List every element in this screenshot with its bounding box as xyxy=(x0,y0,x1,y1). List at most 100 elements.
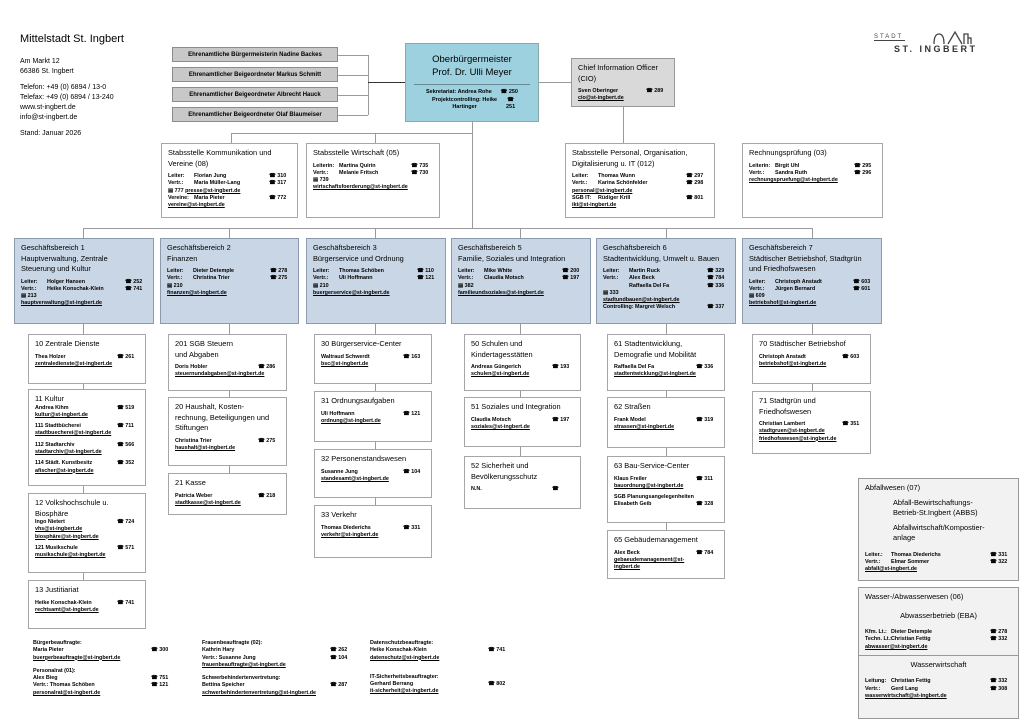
person-name: Birgit Uhl xyxy=(775,162,800,169)
phone-icon: ☎ xyxy=(411,169,420,176)
box-title: Bevölkerungsschutz xyxy=(471,471,538,481)
email-link[interactable]: stadtbuecherei@st-ingbert.de xyxy=(35,430,112,437)
email-link[interactable]: ingbert.de xyxy=(614,564,641,571)
phone-extension: ☎ 711 xyxy=(117,423,139,430)
box-title: 12 Volkshochschule u. xyxy=(35,498,109,507)
phone-icon: ☎ xyxy=(403,353,412,360)
email-link[interactable]: musikschule@st-ingbert.de xyxy=(35,552,106,559)
email-link[interactable]: wirtschaftsfoerderung@st-ingbert.de xyxy=(313,184,408,191)
water-management-box: Wasser-/Abwasserwesen (06)Abwasserbetrie… xyxy=(858,587,1019,719)
email-link[interactable]: haushalt@st-ingbert.de xyxy=(175,444,236,451)
email-link[interactable]: buergerservice@st-ingbert.de xyxy=(313,289,390,296)
email-link[interactable]: schulen@st-ingbert.de xyxy=(471,371,530,378)
email-link[interactable]: ordnung@st-ingbert.de xyxy=(321,417,381,424)
email-link[interactable]: frauenbeauftragte@st-ingbert.de xyxy=(202,661,286,668)
email-link[interactable]: kultur@st-ingbert.de xyxy=(35,411,88,418)
staff-unit-personnel-it: Stabsstelle Personal, Organisation,Digit… xyxy=(565,143,715,218)
person-name: Dieter Detemple xyxy=(193,268,235,274)
box-title: Geschäftsbereich 7 xyxy=(749,243,813,252)
email-link[interactable]: stadtgruen@st-ingbert.de xyxy=(759,428,825,435)
fax-row: ▤ 213 xyxy=(21,293,147,300)
mayor-title: Oberbürgermeister xyxy=(432,54,512,65)
fax-icon: ▤ xyxy=(21,293,28,300)
email-link[interactable]: rechtsamt@st-ingbert.de xyxy=(35,606,99,613)
person-name: Thomas Diederichs xyxy=(321,524,371,531)
email-link[interactable]: standesamt@st-ingbert.de xyxy=(321,475,389,482)
email-link[interactable]: schwerbehindertenvertretung@st-ingbert.d… xyxy=(202,689,316,696)
email-link[interactable]: finanzen@st-ingbert.de xyxy=(167,289,227,296)
email-link[interactable]: afischer@st-ingbert.de xyxy=(35,467,94,474)
phone-icon: ☎ xyxy=(330,682,339,689)
phone-number: 331 xyxy=(998,551,1008,558)
email-link[interactable]: abfall@st-ingbert.de xyxy=(865,566,917,573)
email-link[interactable]: biosphäre@st-ingbert.de xyxy=(35,533,99,540)
email-link[interactable]: cio@st-ingbert.de xyxy=(578,95,624,102)
contact-row: Vertr.:Sandra Ruth☎ 296 xyxy=(749,170,876,177)
contact-row: Frank Model☎ 319 xyxy=(614,417,718,424)
label-text: Datenschutzbeauftragte: xyxy=(370,640,434,646)
role-label: Vertr.: xyxy=(603,275,619,282)
fax-row: ▤ 777 presse@st-ingbert.de xyxy=(168,188,291,195)
phone-icon: ☎ xyxy=(552,486,559,492)
contact-row: 114 Städt. Kunstbesitz☎ 352 xyxy=(35,460,139,467)
role-label: Vertr.: xyxy=(313,275,329,282)
email-link[interactable]: personal@st-ingbert.de xyxy=(572,187,633,194)
email-link[interactable]: bauordnung@st-ingbert.de xyxy=(614,482,684,489)
email-link[interactable]: gebaeudemanagement@st- xyxy=(614,556,685,563)
email-link[interactable]: info@st-ingbert.de xyxy=(20,114,78,121)
phone-icon: ☎ xyxy=(696,475,705,482)
phone-icon: ☎ xyxy=(330,654,339,661)
contact-row: Leiter:Martin Ruck☎ 329 xyxy=(603,268,729,275)
phone-extension: ☎ 104 xyxy=(403,469,425,476)
email-link[interactable]: abwasser@st-ingbert.de xyxy=(865,643,928,650)
email-link[interactable]: verkehr@st-ingbert.de xyxy=(321,531,379,538)
phone-extension: ☎ 351 xyxy=(842,421,864,428)
sub-unit-title: Abfallwirtschaft/Kompostier- xyxy=(893,522,985,532)
person-name: Uli Hoffmann xyxy=(339,275,373,282)
fax-number: 609 xyxy=(755,293,765,300)
phone-number: 218 xyxy=(266,492,276,499)
email-link[interactable]: friedhofswesen@st-ingbert.de xyxy=(759,435,837,442)
email-link[interactable]: wasserwirtschaft@st-ingbert.de xyxy=(865,692,947,699)
email-link[interactable]: datenschutz@st-ingbert.de xyxy=(370,654,440,661)
email-link[interactable]: strassen@st-ingbert.de xyxy=(614,423,675,430)
email-link[interactable]: vhs@st-ingbert.de xyxy=(35,526,83,533)
phone-number: 163 xyxy=(411,353,421,360)
email-link[interactable]: bsc@st-ingbert.de xyxy=(321,360,369,367)
phone-extension: ☎ 197 xyxy=(562,275,584,282)
phone-icon: ☎ xyxy=(686,173,695,179)
email-link[interactable]: it-sicherheit@st-ingbert.de xyxy=(370,688,439,695)
email-link[interactable]: soziales@st-ingbert.de xyxy=(471,423,530,430)
email-link[interactable]: presse@st-ingbert.de xyxy=(185,187,241,194)
email-link[interactable]: betriebshof@st-ingbert.de xyxy=(759,360,827,367)
phone-number: 278 xyxy=(998,629,1008,635)
email-link[interactable]: rechnungspruefung@st-ingbert.de xyxy=(749,177,838,184)
role-label: Leiter.: xyxy=(865,551,883,558)
email-link[interactable]: personalrat@st-ingbert.de xyxy=(33,689,101,696)
phone-icon: ☎ xyxy=(417,268,426,274)
email-link[interactable]: stadtkasse@st-ingbert.de xyxy=(175,499,241,506)
email-link[interactable]: stadtundbauen@st-ingbert.de xyxy=(603,297,680,304)
phone-number: 802 xyxy=(496,681,506,688)
email-link[interactable]: zentraledienste@st-ingbert.de xyxy=(35,360,113,367)
email-link[interactable]: steuernundabgaben@st-ingbert.de xyxy=(175,371,265,378)
email-link[interactable]: ikt@st-ingbert.de xyxy=(572,202,617,209)
website-link[interactable]: www.st-ingbert.de xyxy=(20,104,76,111)
email-link[interactable]: betriebshof@st-ingbert.de xyxy=(749,300,817,307)
phone-number: 104 xyxy=(338,654,348,661)
email-link[interactable]: buergerbeauftragte@st-ingbert.de xyxy=(33,654,121,661)
sub-unit-title: Abfall-Bewirtschaftungs- xyxy=(893,497,973,507)
email-link[interactable]: stadtarchiv@st-ingbert.de xyxy=(35,448,102,455)
email-link[interactable]: hauptverwaltung@st-ingbert.de xyxy=(21,300,103,307)
email-link[interactable]: vereine@st-ingbert.de xyxy=(168,202,225,209)
person-name: Heike Konschak-Klein xyxy=(47,285,104,292)
email-link[interactable]: stadtentwicklung@st-ingbert.de xyxy=(614,371,696,378)
email-link[interactable]: familieundsoziales@st-ingbert.de xyxy=(458,289,544,296)
role-label: Leiter: xyxy=(167,268,184,274)
person-name: Kathrin Hary xyxy=(202,647,235,654)
